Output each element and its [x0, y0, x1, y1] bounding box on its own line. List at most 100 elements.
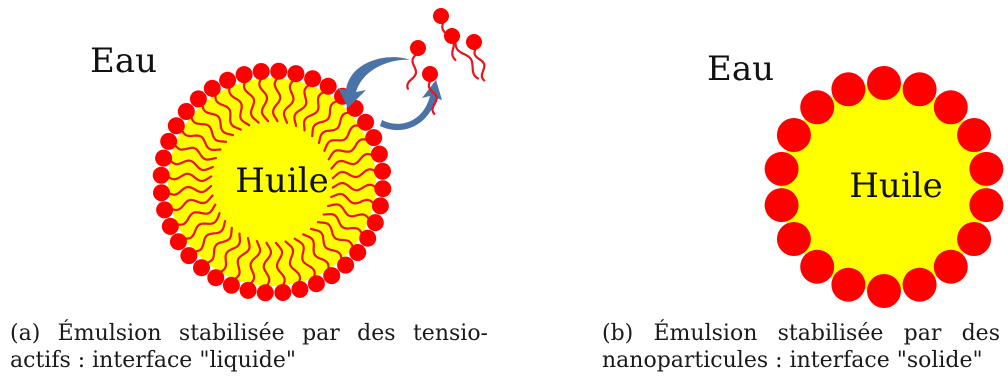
surfactant-head: [161, 217, 179, 235]
surfactant-tail: [327, 203, 371, 222]
surfactant-head: [337, 256, 355, 274]
surfactant-tail: [293, 83, 312, 127]
surfactant-head: [323, 267, 341, 285]
surfactant-tail: [330, 152, 375, 170]
surfactant-head: [177, 103, 195, 120]
free-surfactant-tail: [406, 52, 418, 90]
surfactant-head: [252, 63, 270, 80]
nanoparticle: [933, 90, 968, 125]
surfactant-head: [235, 66, 253, 84]
nanoparticle: [902, 72, 937, 107]
surfactant-head: [357, 113, 375, 131]
exchange-arrow-bottom: [380, 80, 442, 131]
surfactant-tail: [169, 194, 214, 212]
nanoparticle: [957, 118, 992, 152]
surfactant-tail: [166, 184, 213, 196]
surfactant-tail: [330, 192, 376, 206]
surfactant-head: [239, 281, 257, 299]
surfactant-head: [189, 90, 207, 108]
free-surfactant-tail: [454, 39, 480, 80]
surfactant-tail: [258, 76, 270, 123]
surfactant-head: [219, 71, 237, 89]
nanoparticle: [764, 188, 799, 223]
nanoparticle: [831, 72, 866, 107]
panel-b-nanoparticles: [764, 66, 1004, 308]
surfactant-tail: [166, 172, 213, 183]
surfactant-head: [307, 275, 325, 293]
surfactant-tail: [217, 232, 242, 274]
surfactant-tail: [168, 158, 214, 172]
panel-b: Eau Huile: [707, 49, 1004, 308]
free-surfactant-head: [410, 40, 426, 56]
panel-b-water-label: Eau: [707, 49, 774, 89]
surfactant-tail: [271, 76, 282, 123]
surfactant-tail: [232, 237, 251, 281]
surfactant-head: [366, 214, 384, 232]
surfactant-head: [169, 233, 187, 251]
surfactant-tail: [274, 241, 286, 288]
nanoparticle: [933, 249, 968, 284]
panel-a-oil-droplet: [168, 78, 376, 286]
surfactant-tail: [192, 220, 227, 253]
surfactant-head: [270, 62, 288, 80]
surfactant-tail: [248, 240, 262, 286]
free-surfactant-head: [466, 34, 482, 50]
surfactant-head: [374, 180, 392, 198]
panel-a-caption-line2: actifs : interface "liquide": [10, 348, 297, 373]
surfactant-tail: [322, 212, 364, 237]
panel-a: Eau Huile: [90, 8, 486, 302]
nanoparticle: [776, 118, 811, 152]
free-surfactant-head: [444, 28, 460, 44]
surfactant-head: [274, 284, 292, 301]
free-surfactant-head: [422, 66, 438, 82]
surfactant-tail: [327, 138, 370, 161]
panel-b-caption: (b) Émulsion stabilisée par des nanopart…: [602, 320, 1000, 374]
surfactant-head: [180, 247, 198, 265]
surfactant-tail: [310, 227, 343, 262]
free-surfactant-head: [433, 8, 449, 24]
nanoparticle: [800, 249, 835, 284]
free-surfactant-tail: [473, 46, 486, 82]
free-surfactant-tail: [427, 78, 438, 115]
surfactant-tail: [302, 233, 330, 272]
exchange-arrows: [338, 57, 442, 131]
surfactant-head: [365, 129, 383, 147]
surfactant-tail: [293, 237, 316, 280]
surfactant-tail: [284, 240, 302, 285]
surfactant-tail: [180, 127, 222, 152]
surfactant-tail: [302, 90, 327, 132]
surfactant-tail: [262, 241, 273, 288]
exchange-arrow-top: [338, 57, 410, 108]
surfactant-tail: [316, 221, 355, 250]
surfactant-head: [203, 79, 221, 97]
surfactant-head: [155, 149, 173, 167]
surfactant-head: [359, 229, 377, 247]
surfactant-head: [156, 201, 174, 219]
surfactant-tail: [331, 168, 378, 180]
panel-b-caption-line1: (b) Émulsion stabilisée par des: [602, 321, 1000, 346]
surfactant-tail: [317, 111, 352, 144]
surfactant-head: [371, 197, 389, 215]
nanoparticle: [957, 222, 992, 256]
surfactant-tail: [214, 92, 242, 131]
surfactant-tail: [189, 114, 228, 143]
surfactant-head: [287, 65, 305, 83]
surfactant-head: [291, 280, 309, 298]
surfactant-tail: [182, 212, 221, 240]
nanoparticle: [867, 274, 901, 308]
surfactant-head: [370, 145, 388, 163]
surfactant-head: [304, 70, 322, 88]
surfactant-tail: [204, 226, 233, 265]
surfactant-head: [207, 269, 225, 287]
surfactant-head: [153, 184, 170, 202]
surfactant-tail: [201, 102, 234, 137]
surfactant-head: [160, 132, 178, 150]
surfactant-tail: [174, 203, 217, 226]
panel-a-caption: (a) Émulsion stabilisée par des tensio- …: [10, 320, 488, 374]
nanoparticle: [867, 66, 901, 100]
nanoparticle: [776, 222, 811, 256]
surfactant-tail: [173, 142, 217, 161]
surfactant-tail: [228, 84, 251, 127]
surfactant-tail: [323, 124, 362, 152]
